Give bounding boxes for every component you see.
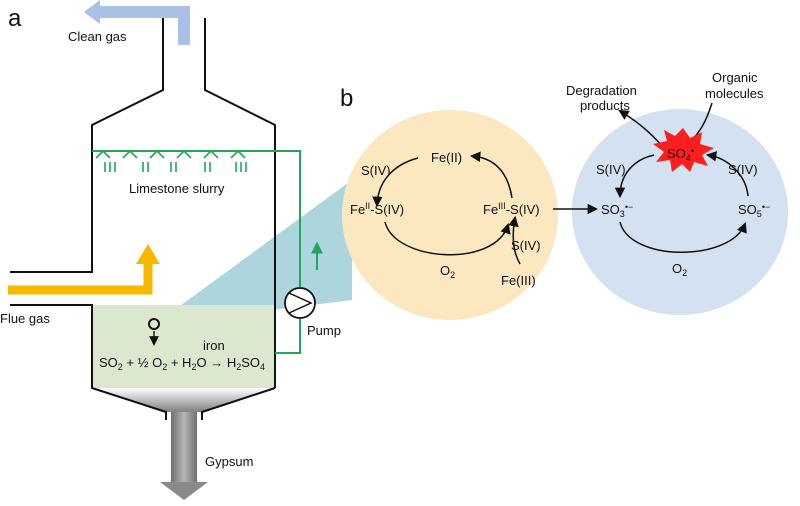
so4-radical-label: SO4•	[667, 146, 694, 163]
fe-iii-label: Fe(III)	[501, 273, 536, 288]
clean-gas-arrow	[95, 6, 190, 45]
gypsum-arrow	[160, 482, 208, 500]
panel-b-label: b	[340, 85, 353, 112]
iron-cycle-circle	[342, 110, 558, 320]
panel-a-label: a	[8, 5, 22, 32]
degradation-products-line1: Degradation	[566, 83, 637, 98]
gypsum-label: Gypsum	[205, 454, 253, 469]
pump-label: Pump	[307, 323, 341, 338]
fe-iii-s-iv-complex: FeIII-S(IV)	[483, 201, 540, 217]
droplet-icon	[148, 318, 160, 330]
liquid-pool	[92, 305, 275, 388]
flue-gas-arrow	[8, 262, 153, 295]
so3-radical-label: SO3•−	[601, 202, 633, 219]
gypsum-pipe	[171, 412, 197, 482]
organic-molecules-line2: molecules	[705, 86, 764, 101]
bottom-cone	[92, 388, 275, 412]
reaction-equation: SO2 + ½ O2 + H2O → H2SO4	[99, 355, 265, 372]
iron-cycle-arrows	[372, 151, 521, 265]
s-iv-top-label: S(IV)	[361, 163, 391, 178]
s-iv-right-label: S(IV)	[511, 238, 541, 253]
slurry-recirculation-line	[92, 150, 323, 354]
pump-symbol	[288, 292, 313, 314]
s-iv-radical-right-label: S(IV)	[728, 162, 758, 177]
fe-ii-s-iv-complex: FeII-S(IV)	[350, 201, 404, 217]
fe-ii-label: Fe(II)	[431, 150, 462, 165]
o2-iron-label: O2	[440, 263, 455, 280]
absorber-vessel	[10, 18, 276, 420]
limestone-slurry-label: Limestone slurry	[129, 181, 225, 196]
spray-nozzles	[95, 149, 247, 172]
organic-molecules-line1: Organic	[712, 70, 758, 85]
flue-gas-arrow-head	[136, 244, 160, 264]
sulfate-radical-star	[653, 128, 714, 172]
zoom-beam	[154, 180, 352, 325]
pump-icon	[284, 287, 316, 319]
s-iv-radical-left-label: S(IV)	[596, 162, 626, 177]
so5-radical-label: SO5•−	[738, 202, 770, 219]
iron-catalyst-label: iron	[203, 338, 225, 353]
flue-gas-label: Flue gas	[0, 311, 50, 326]
radical-cycle-circle	[572, 109, 788, 315]
clean-gas-arrow-head	[84, 0, 100, 24]
o2-radical-label: O2	[672, 261, 687, 278]
degradation-products-line2: products	[580, 98, 630, 113]
radical-cycle-arrows	[614, 102, 749, 253]
clean-gas-label: Clean gas	[68, 29, 127, 44]
